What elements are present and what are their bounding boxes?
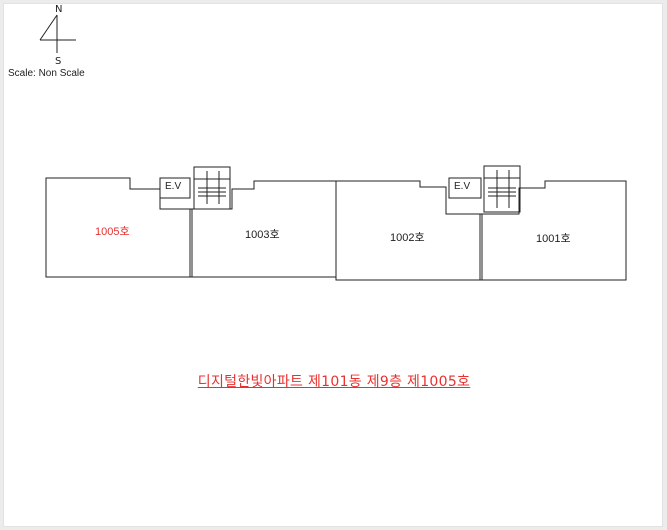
elevator-box bbox=[159, 177, 191, 199]
compass-south-label: S bbox=[55, 56, 62, 67]
floor-plan-sheet: N S Scale: Non Scale bbox=[3, 3, 663, 527]
floor-plan-drawing bbox=[39, 14, 627, 281]
building-outline-right bbox=[335, 180, 627, 281]
stair-core bbox=[193, 166, 231, 210]
plan-caption: 디지털한빛아파트 제101동 제9층 제1005호 bbox=[197, 374, 471, 390]
scale-note: Scale: Non Scale bbox=[8, 68, 85, 79]
elevator-box bbox=[448, 177, 482, 199]
compass-north-label: N bbox=[55, 4, 63, 15]
building-outline-left bbox=[45, 177, 337, 278]
stair-core bbox=[483, 165, 521, 213]
unit-label-1003: 1003호 bbox=[245, 229, 280, 241]
unit-label-1001: 1001호 bbox=[536, 233, 571, 245]
elevator-label: E.V bbox=[454, 181, 471, 192]
unit-label-1005: 1005호 bbox=[95, 226, 130, 238]
north-arrow-icon bbox=[39, 14, 76, 53]
unit-label-1002: 1002호 bbox=[390, 232, 425, 244]
elevator-label: E.V bbox=[165, 181, 182, 192]
